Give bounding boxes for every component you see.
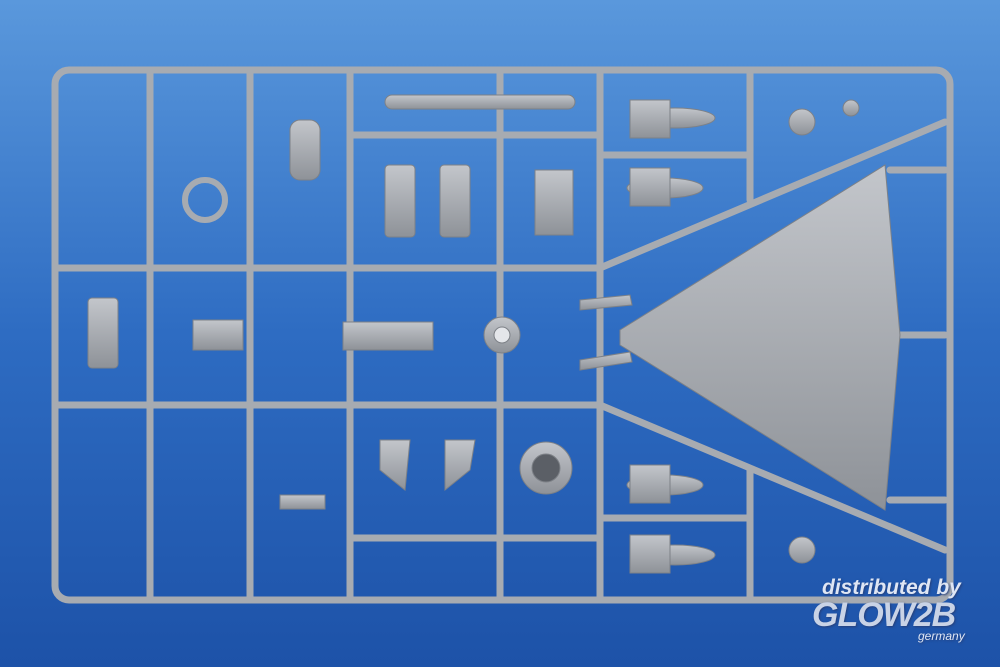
- fuselage-part: [384, 94, 576, 110]
- watermark-country: germany: [918, 629, 965, 643]
- kit-parts: [87, 94, 901, 574]
- sprue-frame: [51, 66, 954, 604]
- wheel-part: [788, 536, 816, 564]
- watermark-brand-logo: GLOW2B: [812, 596, 956, 634]
- wheel-part: [842, 99, 860, 117]
- watermark-distributed-by: distributed by: [822, 576, 961, 599]
- panel-part: [534, 169, 574, 236]
- wheel-part: [788, 108, 816, 136]
- delta-wing-part: [619, 164, 901, 511]
